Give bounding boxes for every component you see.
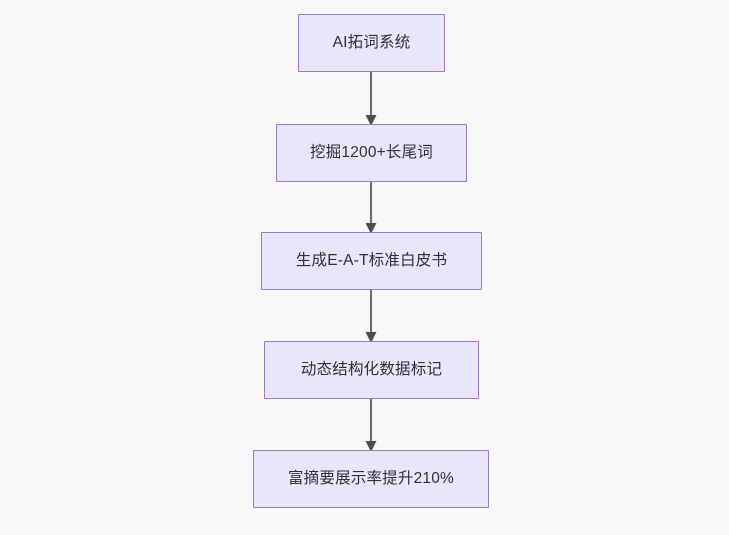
flow-node-label: 生成E-A-T标准白皮书 (295, 252, 448, 270)
flow-node-rich-snippet-rate-increase[interactable]: 富摘要展示率提升210% (253, 450, 489, 508)
connector-node3-node4 (365, 288, 377, 343)
flow-node-mine-longtail-keywords[interactable]: 挖掘1200+长尾词 (276, 124, 467, 182)
connector-node2-node3 (365, 180, 377, 234)
flow-node-dynamic-structured-data-markup[interactable]: 动态结构化数据标记 (264, 341, 479, 399)
connector-node4-node5 (365, 397, 377, 452)
flow-node-ai-keyword-system[interactable]: AI拓词系统 (298, 14, 445, 72)
flow-node-label: 动态结构化数据标记 (300, 361, 443, 379)
flow-node-generate-eat-whitepaper[interactable]: 生成E-A-T标准白皮书 (261, 232, 482, 290)
flow-node-label: 富摘要展示率提升210% (287, 470, 455, 488)
connector-node1-node2 (365, 70, 377, 126)
flow-node-label: 挖掘1200+长尾词 (309, 144, 434, 162)
flow-node-label: AI拓词系统 (332, 34, 411, 52)
